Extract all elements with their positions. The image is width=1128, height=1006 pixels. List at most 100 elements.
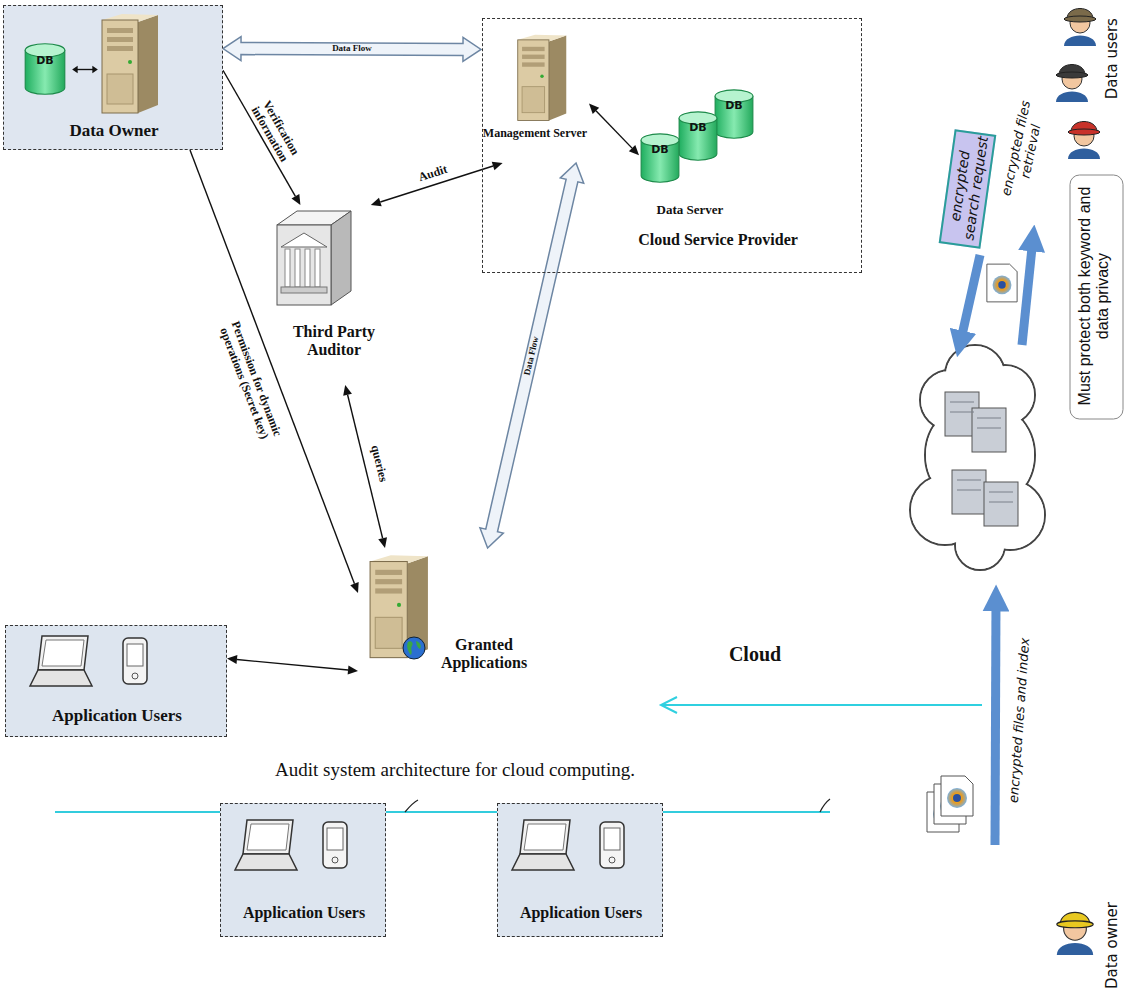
server-icon — [102, 14, 158, 113]
cloud-lobe — [632, 512, 849, 729]
cloud-puff — [570, 385, 710, 455]
users-box: Application Users — [220, 803, 386, 937]
label-holder: encrypted files and index — [1005, 605, 1036, 835]
text-slot: Cloud Service Provider — [583, 231, 853, 249]
cloud-lobe — [157, 367, 304, 514]
auditor-icon — [267, 207, 357, 307]
cloud-lobe — [155, 365, 305, 515]
document-icon — [987, 264, 1017, 302]
arrow-head — [371, 198, 382, 207]
connector-line — [190, 150, 354, 584]
cloud-servers — [945, 392, 1018, 526]
arrow-head — [292, 194, 301, 205]
cloud-lobe — [180, 80, 420, 320]
role-label: Data users — [1104, 3, 1121, 113]
shape-path — [1022, 238, 1033, 345]
connector-line — [237, 660, 348, 671]
node-text: DB — [639, 144, 681, 157]
provider-box: Cloud Service ProviderManagement ServerD… — [482, 18, 862, 273]
edge-label-holder: Verification information — [238, 81, 311, 181]
node-text: Must protect both keyword and data priva… — [1076, 182, 1113, 411]
edge-label-holder: Audit — [402, 158, 463, 189]
node-text: encrypted search request — [944, 130, 991, 244]
text-slot: Data Owner — [14, 121, 214, 141]
db-icon — [641, 134, 679, 182]
cloud-puff — [650, 305, 750, 355]
edge-label-holder: Data Flow — [519, 320, 544, 390]
arrow-head — [343, 385, 352, 396]
text-slot: DB — [713, 100, 755, 113]
globe-icon — [403, 637, 425, 659]
dbl-icon — [72, 66, 98, 73]
db-icon — [639, 131, 681, 185]
phone-icon — [323, 822, 347, 868]
users-box: Application Users — [5, 625, 227, 737]
text-slot: encrypted search request — [944, 130, 991, 244]
node-text: Application Users — [12, 706, 222, 726]
flow-label: encrypted files and index — [1005, 605, 1036, 835]
connector-line — [596, 111, 632, 148]
node-text: Application Users — [225, 904, 383, 922]
arrow-head — [589, 104, 599, 114]
cyan-arrow — [661, 697, 982, 713]
arrow-head — [492, 162, 503, 171]
phone-icon — [123, 638, 147, 684]
db-icon — [23, 41, 67, 97]
role-label: Data owner — [1104, 890, 1121, 1000]
edge-label-holder: Data Flow — [317, 44, 387, 54]
shape-path — [960, 255, 980, 344]
data-flow-arrow — [223, 37, 481, 62]
data-flow-arrow — [223, 37, 481, 62]
text-slot: Granted Applications — [430, 636, 538, 673]
data-user-icons — [1056, 9, 1100, 956]
cloud-lobe — [630, 510, 850, 730]
label-holder: Data users — [1104, 3, 1121, 113]
flow-label: encrypted files retrieval — [995, 78, 1053, 221]
text-slot: DB — [23, 55, 67, 68]
shape-rect — [972, 408, 1006, 452]
database-cylinder: DB — [23, 41, 67, 97]
edge-label-holder: queries — [364, 428, 393, 499]
edge-label: Data Flow — [519, 320, 544, 390]
cloud-lobe — [697, 157, 904, 364]
arrow-head — [629, 145, 639, 155]
label-holder: encrypted files retrieval — [995, 78, 1053, 221]
server-icon — [516, 33, 568, 123]
cloud-lobe — [735, 365, 905, 535]
text-slot: Application Users — [502, 904, 660, 922]
node-text: Management Server — [481, 127, 589, 141]
request-box: encrypted search request — [939, 129, 997, 249]
db-icon — [715, 90, 753, 138]
server-icon — [518, 35, 567, 121]
label-holder: Data Server — [635, 203, 745, 218]
privacy-note: Must protect both keyword and data priva… — [1070, 175, 1124, 420]
text-slot: Application Users — [225, 904, 383, 922]
connector-arrow — [589, 104, 639, 156]
cloud-lobe — [215, 495, 445, 725]
node-text: DB — [677, 122, 719, 135]
cloud-lobe — [222, 92, 819, 689]
person-icon — [1056, 65, 1088, 103]
server-label: Data Server — [635, 203, 745, 218]
text-slot: DB — [677, 122, 719, 135]
database-cylinder: DB — [639, 131, 681, 185]
application-server: Granted Applications — [358, 548, 538, 698]
node-text: Third Party Auditor — [280, 323, 388, 360]
users-box: Application Users — [497, 803, 663, 937]
shape-rect — [952, 470, 986, 514]
server-node: Management Server — [481, 31, 589, 163]
data-flow-arrow — [480, 163, 584, 548]
text-slot: Application Users — [12, 706, 222, 726]
db-icon — [25, 44, 65, 95]
node-text: Application Users — [502, 904, 660, 922]
edge-label-holder: Permission for dynamic operations (Secre… — [211, 306, 289, 456]
database-cylinder: DB — [677, 109, 719, 163]
shape-rect — [984, 482, 1018, 526]
text-slot: Must protect both keyword and data priva… — [1076, 182, 1113, 411]
phone-icon — [598, 820, 626, 870]
edge-label: queries — [364, 428, 393, 499]
laptop-icon — [512, 820, 574, 870]
auditor-icon — [277, 211, 351, 305]
